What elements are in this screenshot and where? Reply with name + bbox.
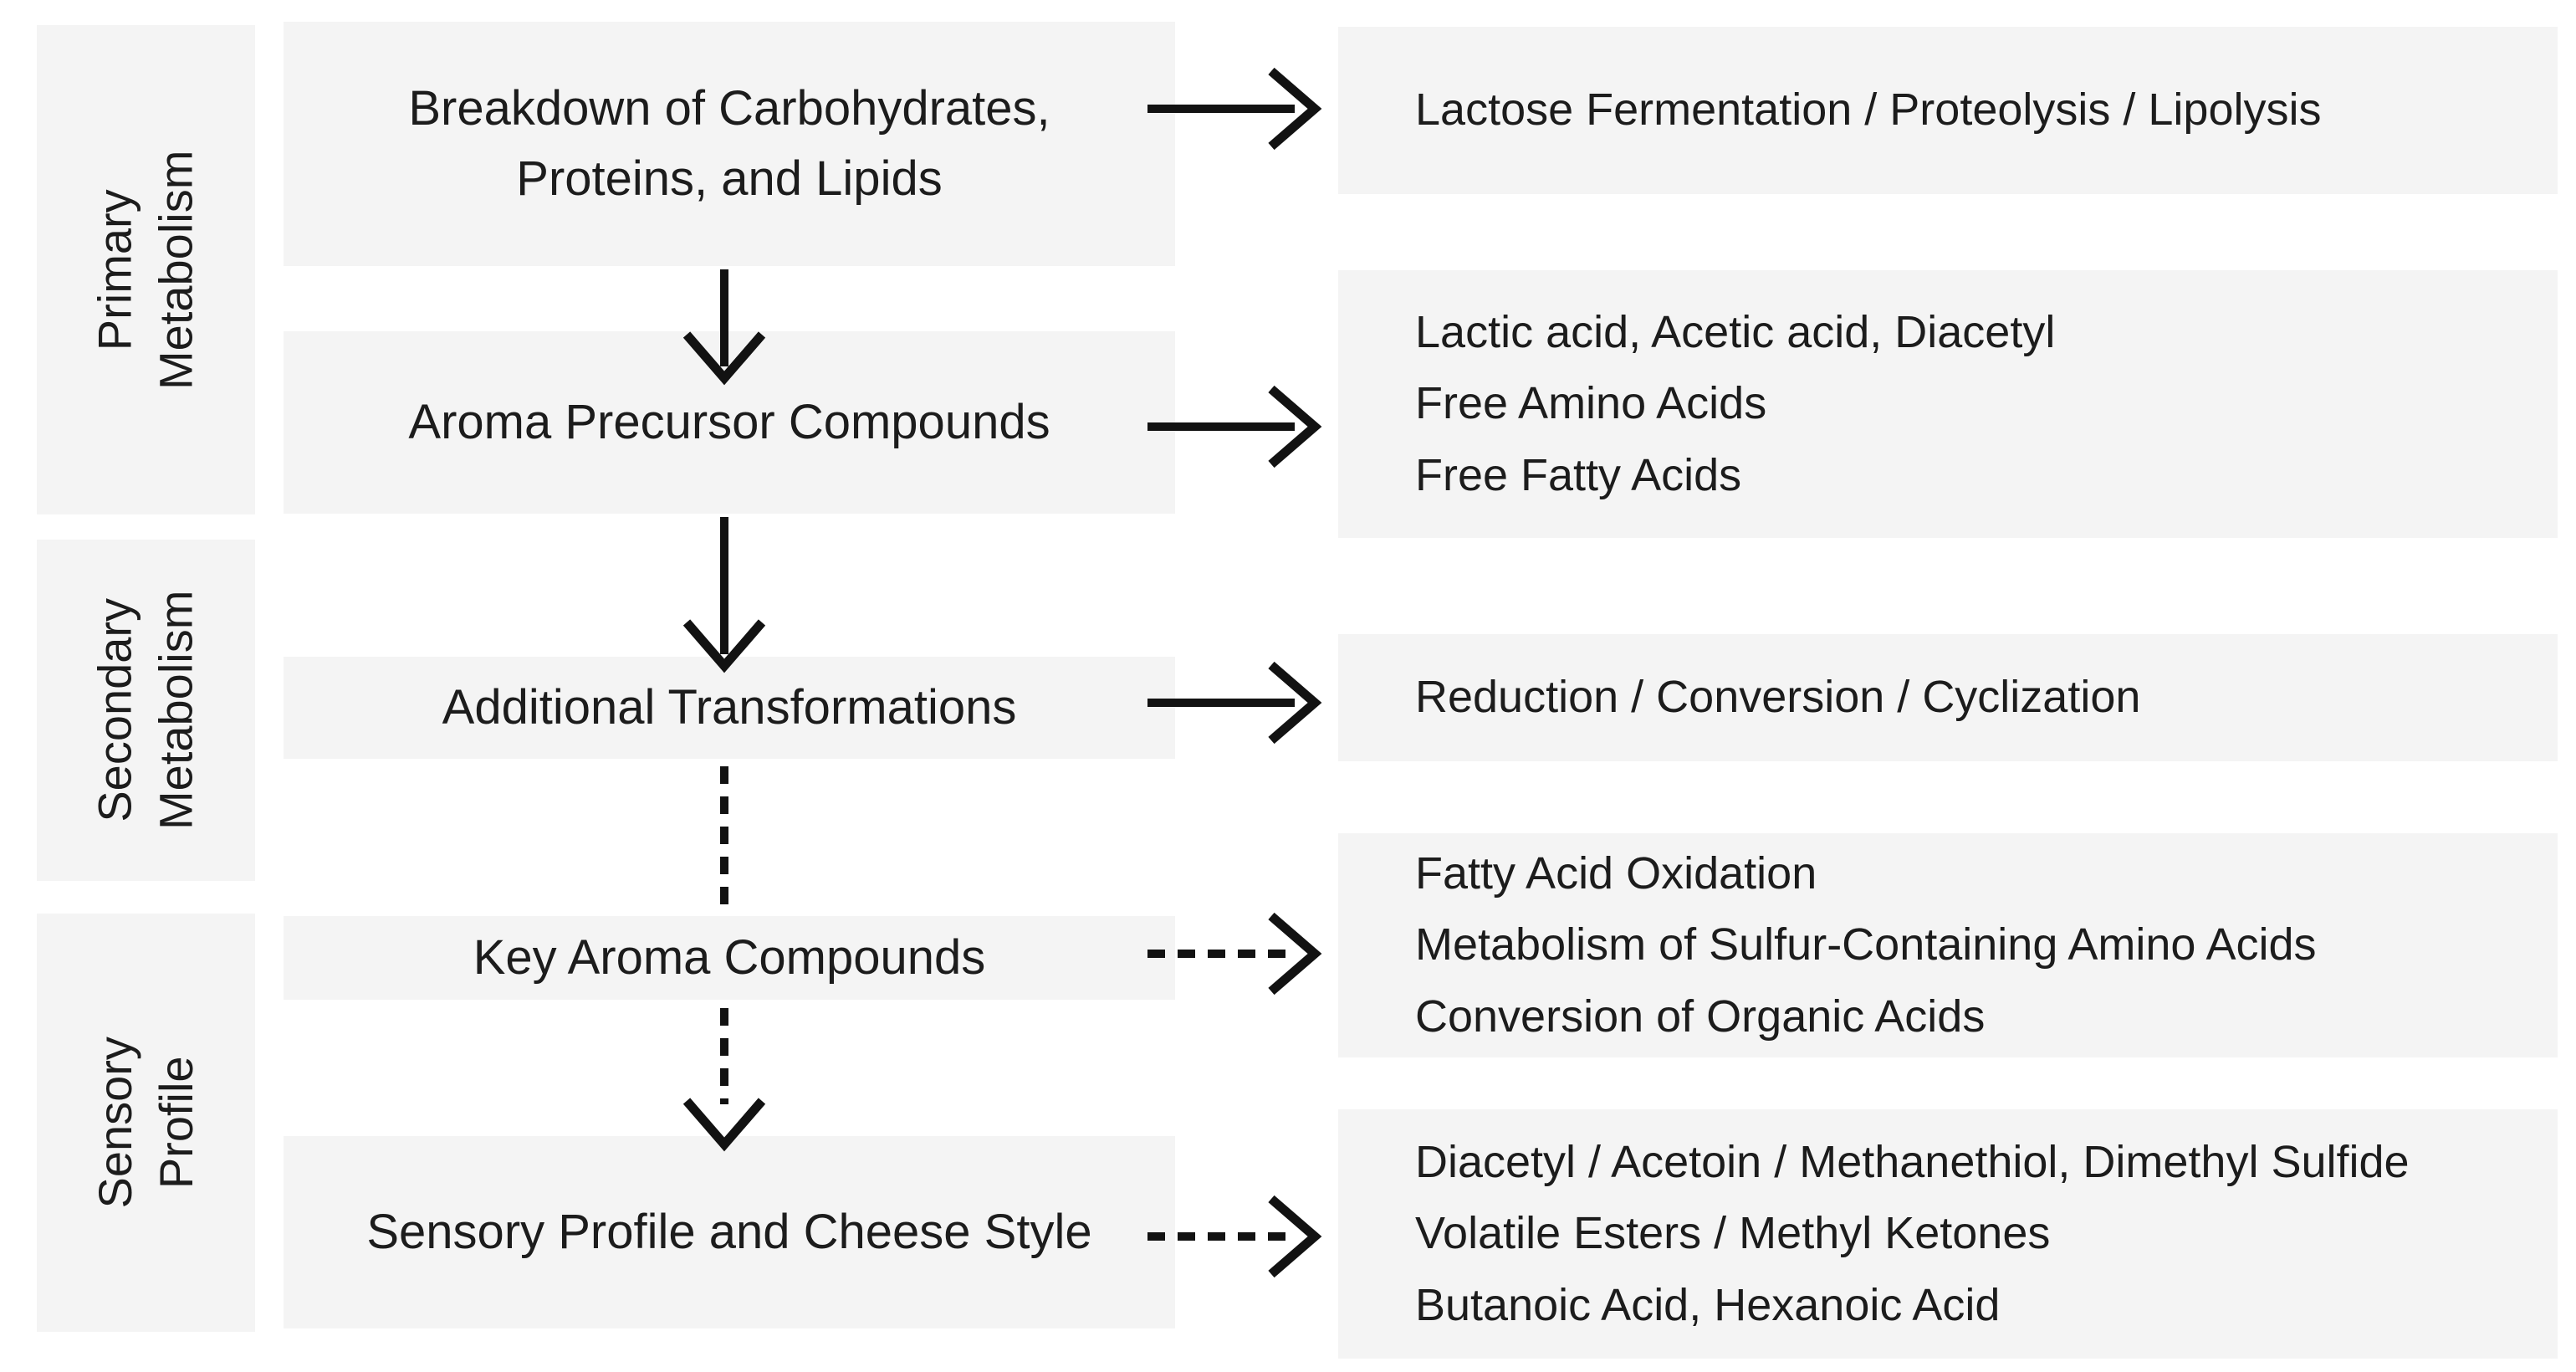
stage-line: Primary [88, 189, 141, 351]
stage-line: Secondary [88, 598, 141, 822]
node-additional-transformations: Additional Transformations [284, 657, 1175, 759]
output-line: Diacetyl / Acetoin / Methanethiol, Dimet… [1415, 1137, 2410, 1188]
stage-line: Metabolism [149, 150, 202, 390]
stage-label-primary-metabolism: Primary Metabolism [37, 25, 255, 514]
node-line: Sensory Profile and Cheese Style [366, 1204, 1092, 1259]
stage-label-sensory-profile: Sensory Profile [37, 914, 255, 1332]
output-line: Free Amino Acids [1415, 378, 1767, 429]
stage-line: Metabolism [149, 590, 202, 831]
output-secondary-reactions: Reduction / Conversion / Cyclization [1338, 634, 2558, 761]
node-line: Breakdown of Carbohydrates, [408, 80, 1050, 136]
output-line: Butanoic Acid, Hexanoic Acid [1415, 1279, 2001, 1330]
node-aroma-precursor-compounds: Aroma Precursor Compounds [284, 331, 1175, 514]
output-precursor-compounds-list: Lactic acid, Acetic acid, Diacetyl Free … [1338, 270, 2558, 538]
stage-label-text: Sensory Profile [85, 1037, 207, 1208]
output-key-aroma-compound-list: Diacetyl / Acetoin / Methanethiol, Dimet… [1338, 1109, 2558, 1359]
node-key-aroma-compounds: Key Aroma Compounds [284, 916, 1175, 1000]
node-line: Aroma Precursor Compounds [408, 394, 1050, 449]
output-line: Conversion of Organic Acids [1415, 991, 1986, 1042]
output-line: Volatile Esters / Methyl Ketones [1415, 1208, 2051, 1259]
stage-line: Sensory [88, 1037, 141, 1209]
output-line: Reduction / Conversion / Cyclization [1415, 672, 2141, 723]
output-line: Free Fatty Acids [1415, 449, 1742, 500]
stage-label-text: Secondary Metabolism [85, 591, 207, 830]
node-line: Additional Transformations [442, 679, 1017, 735]
arrow-solid-precursors-to-transformations [682, 517, 766, 673]
node-line: Proteins, and Lipids [516, 151, 943, 206]
output-line: Metabolism of Sulfur-Containing Amino Ac… [1415, 919, 2317, 970]
output-primary-pathways: Lactose Fermentation / Proteolysis / Lip… [1338, 27, 2558, 194]
node-sensory-profile-cheese-style: Sensory Profile and Cheese Style [284, 1136, 1175, 1328]
output-line: Lactic acid, Acetic acid, Diacetyl [1415, 307, 2056, 358]
stage-line: Profile [149, 1056, 202, 1190]
node-line: Key Aroma Compounds [473, 929, 986, 985]
stage-label-text: Primary Metabolism [85, 150, 207, 389]
output-line: Fatty Acid Oxidation [1415, 848, 1817, 899]
node-breakdown-of-macronutrients: Breakdown of Carbohydrates, Proteins, an… [284, 22, 1175, 266]
output-line: Lactose Fermentation / Proteolysis / Lip… [1415, 84, 2322, 136]
stage-label-secondary-metabolism: Secondary Metabolism [37, 540, 255, 881]
arrow-dashed-key-aroma-to-sensory [682, 1008, 766, 1152]
output-aroma-generation-pathways: Fatty Acid Oxidation Metabolism of Sulfu… [1338, 833, 2558, 1057]
